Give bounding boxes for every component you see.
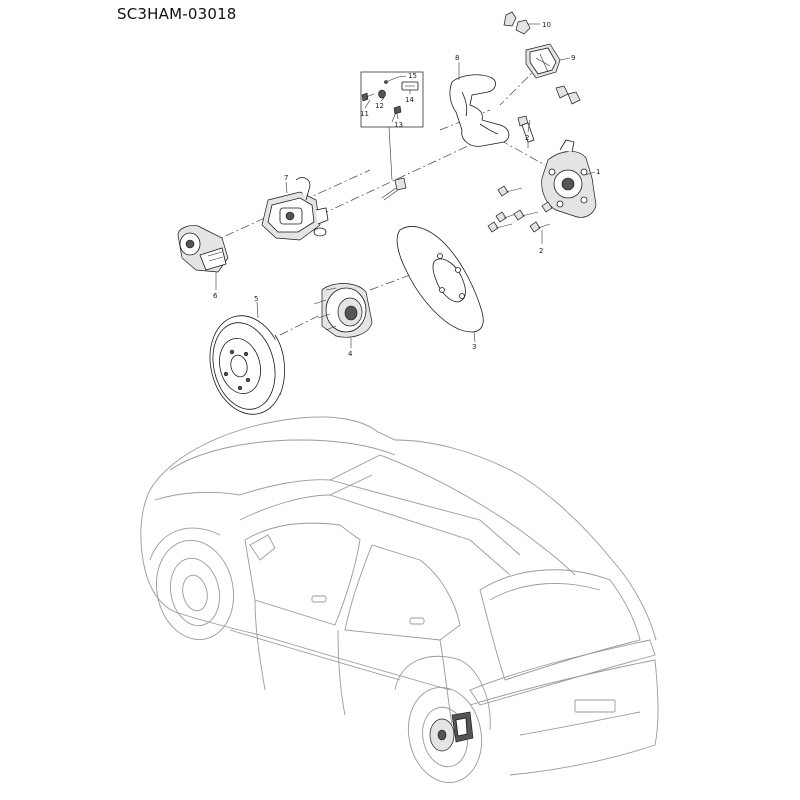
callout-2-lower: 2 bbox=[539, 247, 543, 255]
callout-3: 3 bbox=[472, 343, 476, 351]
part-12-cap bbox=[378, 89, 386, 99]
callout-10: 10 bbox=[542, 21, 551, 29]
callout-14: 14 bbox=[405, 96, 414, 104]
callout-1: 1 bbox=[596, 168, 600, 176]
part-2-bolt-upper bbox=[517, 115, 535, 148]
callout-9: 9 bbox=[571, 54, 575, 62]
document-id: SC3HAM-03018 bbox=[117, 5, 237, 23]
part-2-bolts-lower bbox=[487, 185, 553, 244]
callout-7: 7 bbox=[284, 174, 288, 182]
part-1-knuckle bbox=[541, 139, 597, 218]
callout-13: 13 bbox=[394, 121, 403, 129]
callout-6: 6 bbox=[213, 292, 218, 300]
callout-2-upper: 2 bbox=[525, 134, 529, 142]
part-7-brake-caliper bbox=[261, 177, 329, 241]
part-9-brake-pad-set bbox=[525, 43, 571, 79]
callout-labels: 1 2 2 3 4 5 6 7 8 9 10 11 12 13 14 15 bbox=[213, 21, 600, 358]
part-11-bleeder bbox=[361, 92, 375, 102]
part-15-pin bbox=[384, 76, 399, 84]
callout-15: 15 bbox=[408, 72, 417, 80]
small-parts-kit-box bbox=[360, 71, 424, 181]
callout-8: 8 bbox=[455, 54, 459, 62]
part-14-label-tag bbox=[401, 81, 419, 91]
part-4-wheel-hub-bearing bbox=[313, 283, 373, 348]
part-5-brake-disc bbox=[209, 301, 285, 415]
part-8-caliper-carrier bbox=[449, 62, 510, 147]
callout-4: 4 bbox=[348, 350, 353, 358]
callout-5: 5 bbox=[254, 295, 258, 303]
part-3-dust-shield bbox=[396, 226, 484, 343]
callout-12: 12 bbox=[375, 102, 384, 110]
callout-11: 11 bbox=[360, 110, 369, 118]
part-13-bolt bbox=[391, 105, 402, 123]
part-13-guide-bolt bbox=[381, 177, 407, 201]
part-10-pad-clip-lower bbox=[555, 85, 581, 105]
part-10-pad-clip bbox=[503, 11, 540, 35]
vehicle-outline bbox=[140, 416, 659, 783]
part-6-parking-brake-motor bbox=[177, 225, 229, 290]
leader-lines bbox=[364, 75, 531, 133]
